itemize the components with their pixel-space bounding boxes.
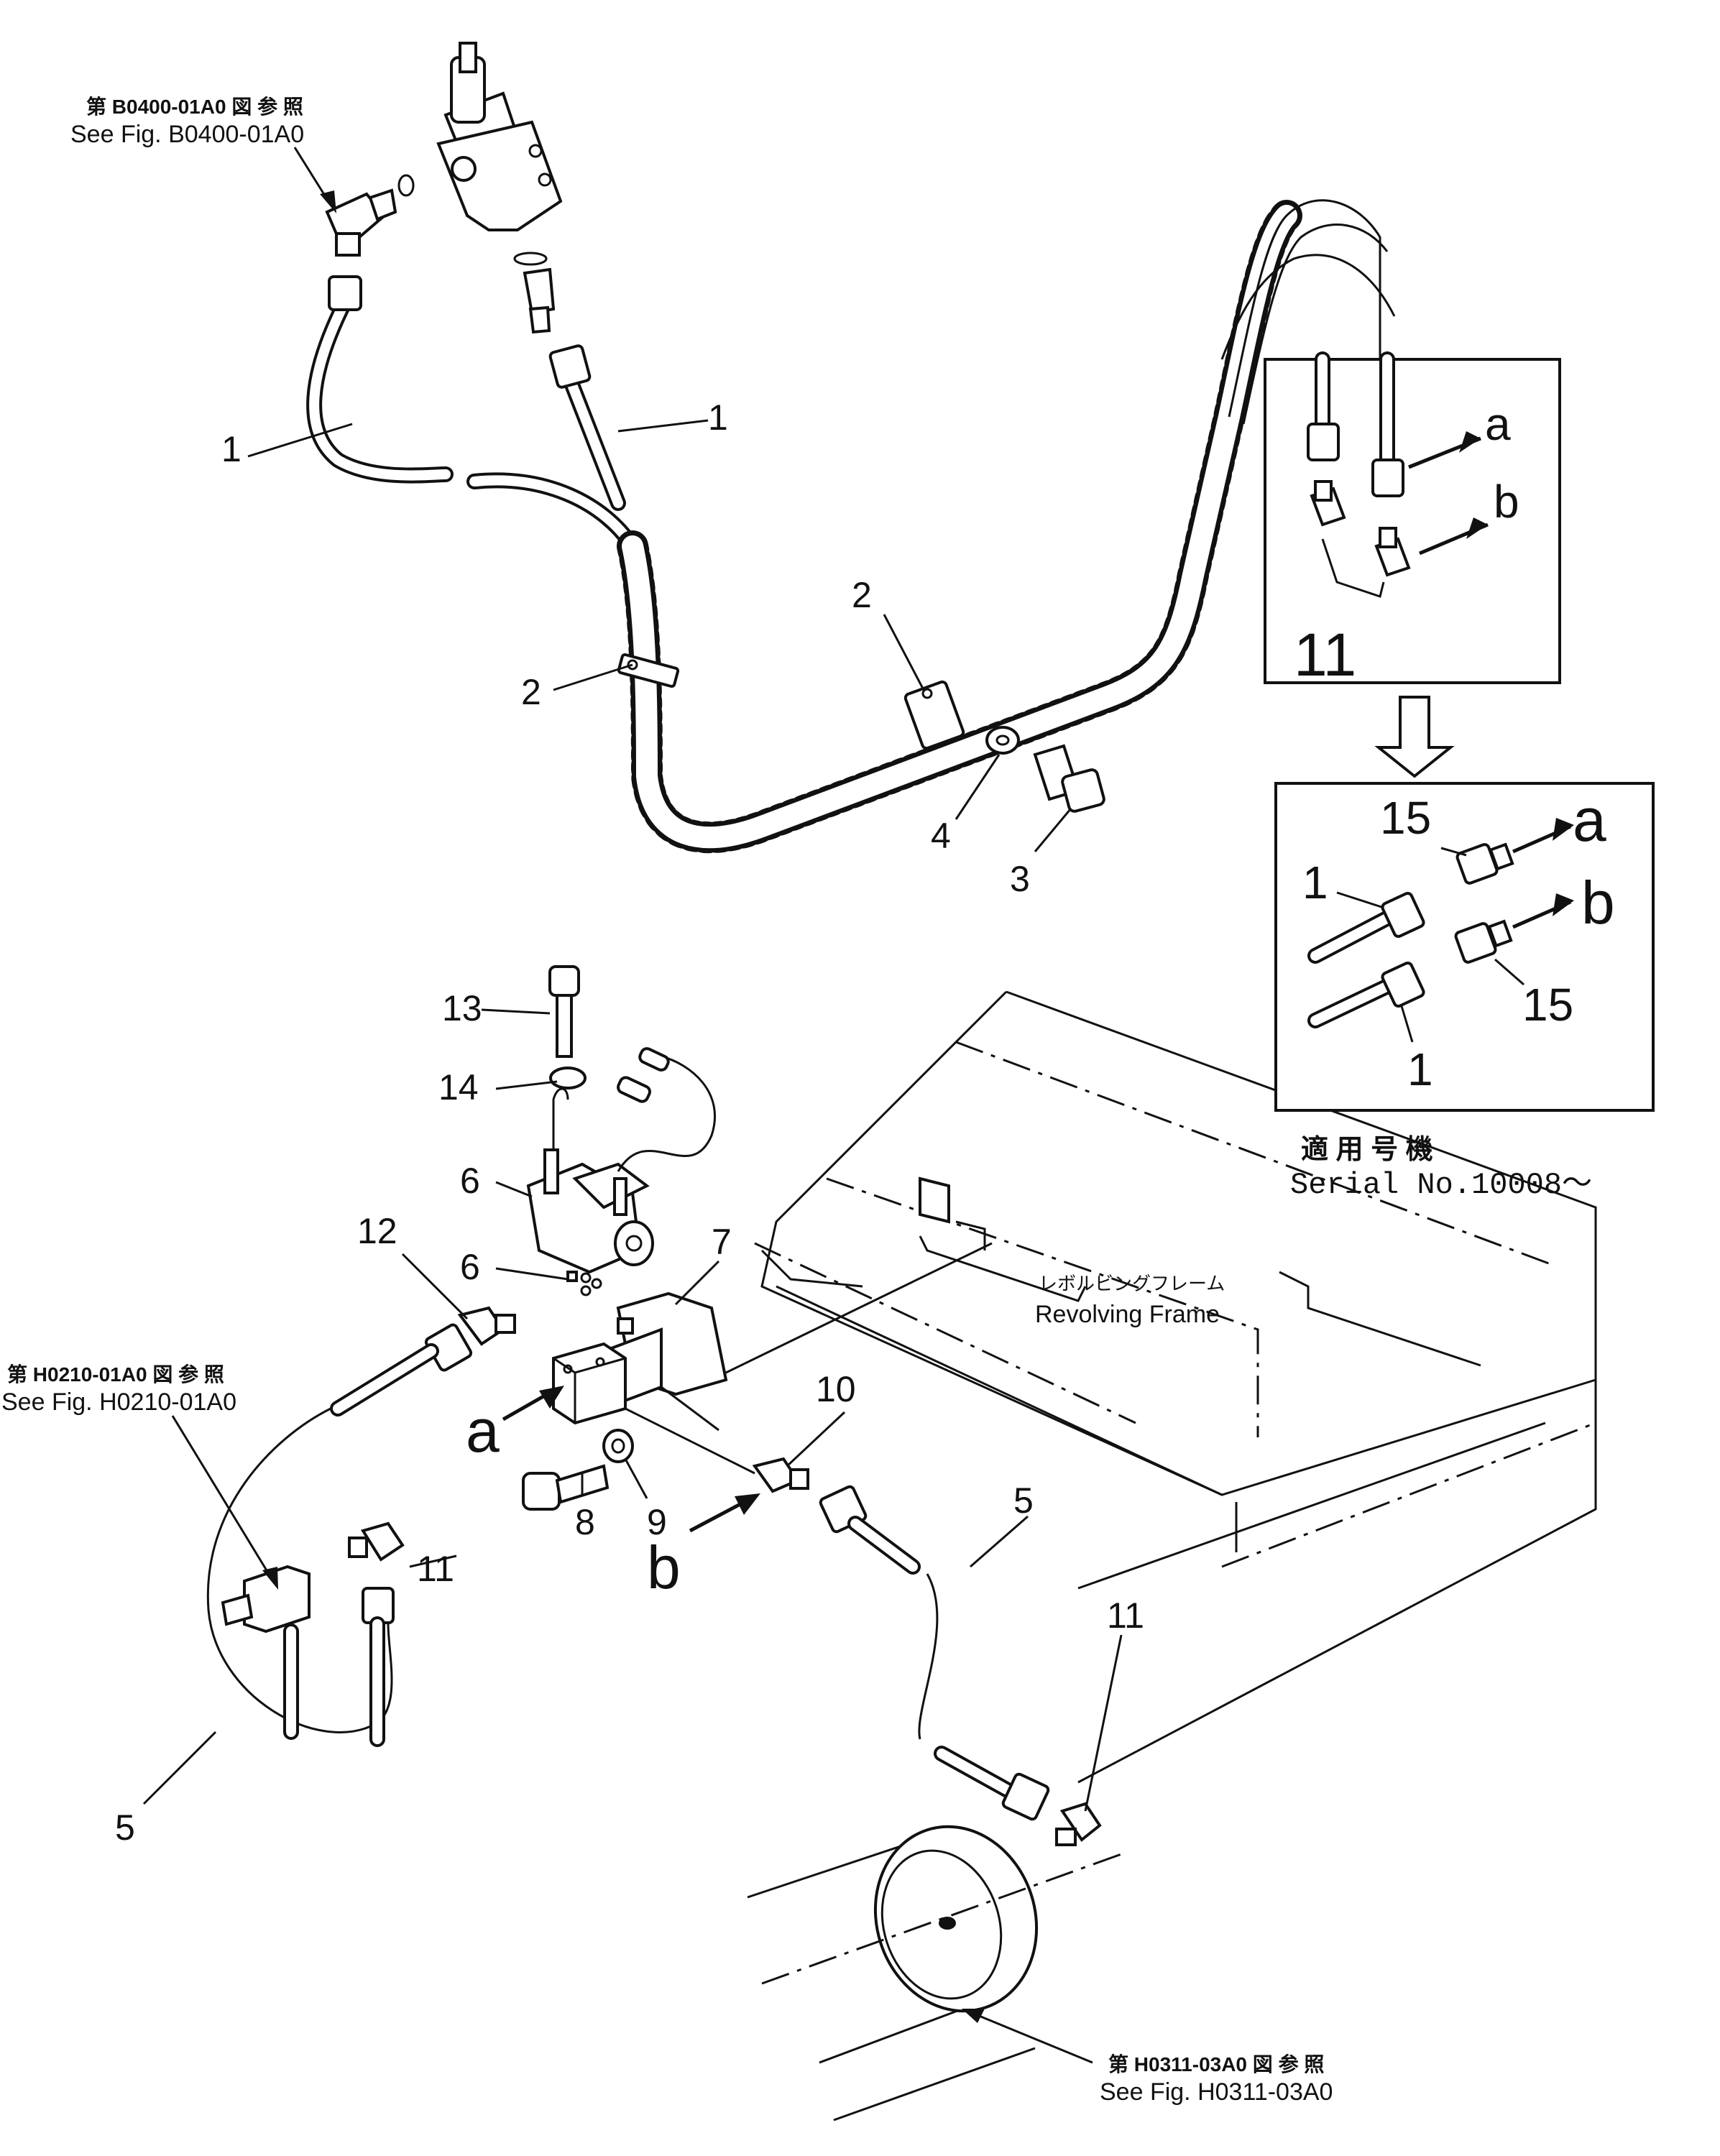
clamp-item-2-mid: [903, 680, 965, 750]
ref-h0311-en: See Fig. H0311-03A0: [1100, 2078, 1333, 2106]
callout-labels: 1 1 2 2 3 4 13 14 6 6 12 7 10 8 9 5 11 1…: [115, 397, 1144, 1848]
elbow-fitting-item-12: [457, 1306, 516, 1346]
label-item-6-top: 6: [460, 1161, 480, 1201]
ref-h0210-jp: 第 H0210-01A0 図 参 照: [7, 1363, 224, 1386]
bolt-item-3: [1033, 744, 1105, 813]
washer-item-14: [549, 1067, 587, 1089]
bolt-item-13: [548, 965, 580, 1058]
line-manifold-to-tee: [625, 1407, 755, 1475]
label-item-11-right: 11: [1107, 1595, 1144, 1636]
hose-item-1-upper: [306, 275, 640, 554]
inset-old-label-b: b: [1494, 476, 1519, 528]
tee-fitting-item-10: [752, 1457, 809, 1493]
inset-new-part-15-bottom: 15: [1522, 979, 1573, 1031]
label-item-11-left: 11: [417, 1549, 454, 1589]
revolving-frame-outline: [754, 990, 1597, 1784]
label-item-13: 13: [442, 988, 482, 1028]
serial-applicability-en: Serial No.10008～: [1290, 1168, 1592, 1202]
elbow-fitting-item-11-right: [1055, 1802, 1102, 1846]
label-item-3: 3: [1010, 859, 1030, 899]
inset-new-label-a: a: [1573, 786, 1606, 854]
inset-new-part-1-bottom: 1: [1407, 1044, 1433, 1095]
inset-old-label-a: a: [1485, 398, 1511, 450]
ref-h0210-en: See Fig. H0210-01A0: [1, 1388, 236, 1416]
label-item-2-mid: 2: [852, 575, 872, 615]
spiral-wrapped-hose-bundle: [617, 199, 1396, 854]
hose-item-5-left: [206, 1323, 473, 1733]
inset-new-part-15-top: 15: [1380, 792, 1431, 844]
label-item-6-bottom: 6: [460, 1247, 480, 1287]
clamp-item-2-left: [617, 653, 680, 688]
solenoid-valve-item-6: [526, 1047, 717, 1296]
inset-new-part-1-top: 1: [1302, 857, 1328, 908]
hydraulic-cylinder: [747, 1825, 1122, 2122]
label-item-14: 14: [438, 1067, 479, 1107]
revolving-frame-label-jp: レボルビングフレーム: [1039, 1273, 1225, 1294]
hose-item-5-right: [819, 1485, 1050, 1821]
label-item-1-left: 1: [221, 429, 242, 469]
label-item-4: 4: [931, 816, 951, 856]
ref-b0400-jp: 第 B0400-01A0 図 参 照: [86, 95, 303, 118]
serial-applicability-jp: 適 用 号 機: [1301, 1135, 1433, 1165]
revolving-frame-label-en: Revolving Frame: [1035, 1301, 1220, 1328]
inset-new-label-b: b: [1581, 869, 1615, 936]
manifold-block-a: [552, 1342, 627, 1425]
port-label-a: a: [466, 1397, 500, 1465]
callout-leaders: [142, 147, 1123, 2064]
inset-new-config: a b 15 1 15 1: [1274, 782, 1655, 1112]
inset-old-config: a b 11: [1264, 351, 1561, 688]
label-item-7: 7: [712, 1222, 732, 1262]
open-down-arrow-icon: [1374, 696, 1455, 778]
manifold-bracket-item-7: [602, 1242, 993, 1432]
label-item-5-left: 5: [115, 1807, 135, 1848]
elbow-fitting-upper-left: [325, 188, 397, 257]
port-label-b: b: [647, 1534, 681, 1601]
tee-fitting-left-assembly: [221, 1521, 405, 1747]
washer-item-9: [602, 1429, 634, 1463]
ref-h0311-jp: 第 H0311-03A0 図 参 照: [1108, 2053, 1324, 2076]
control-valve-upper: [397, 42, 563, 334]
label-item-12: 12: [357, 1211, 397, 1251]
ref-b0400-en: See Fig. B0400-01A0: [70, 121, 304, 148]
label-item-5-right: 5: [1013, 1480, 1034, 1521]
label-item-10: 10: [816, 1369, 856, 1409]
label-item-9: 9: [647, 1502, 667, 1542]
label-item-8: 8: [575, 1502, 595, 1542]
label-item-2-left: 2: [521, 672, 541, 712]
label-item-1-right: 1: [708, 397, 728, 438]
washer-item-4: [985, 726, 1020, 755]
inset-old-part-11-label: 11: [1294, 621, 1356, 688]
